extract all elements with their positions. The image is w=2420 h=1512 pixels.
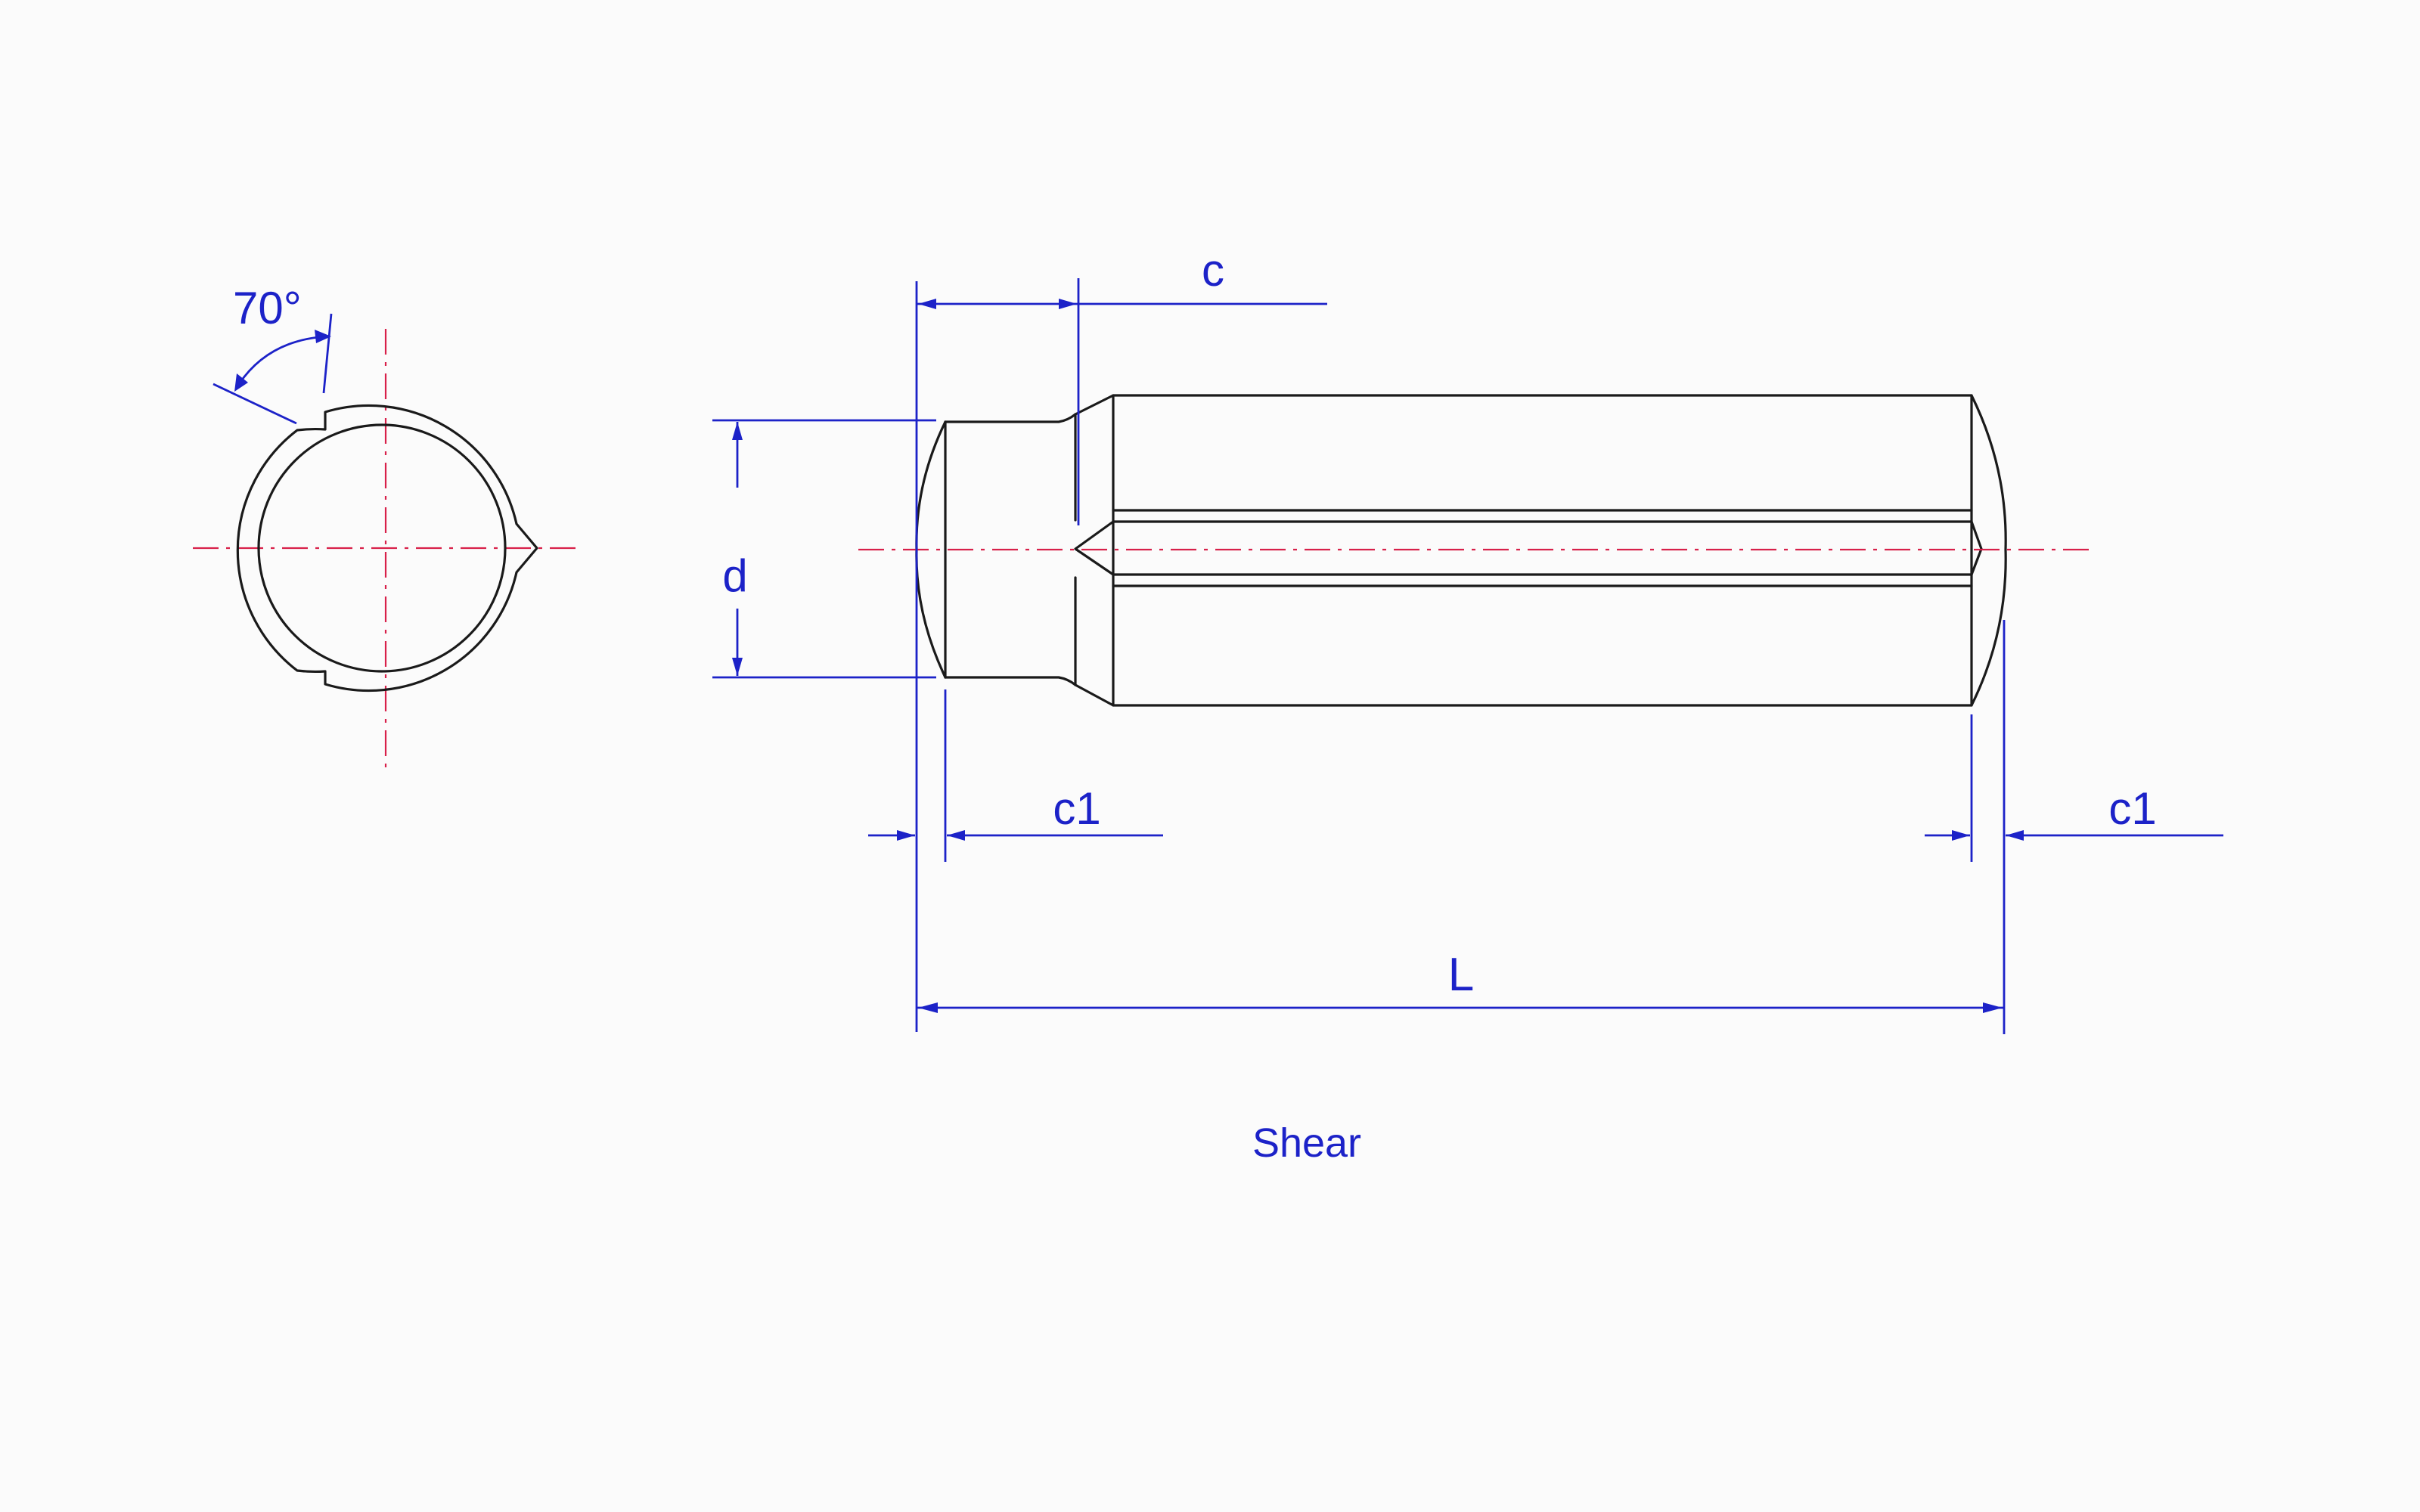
right-domed-end bbox=[1970, 394, 2007, 707]
drawing-caption: Shear bbox=[1252, 1120, 1361, 1166]
length-arrow-right bbox=[1983, 1002, 2003, 1013]
c1-right-arrow-outer bbox=[2006, 830, 2024, 841]
end-view-inner-bore bbox=[257, 423, 507, 673]
angle-reference-line bbox=[322, 313, 333, 394]
angle-leader-line bbox=[213, 383, 297, 425]
angle-label: 70° bbox=[233, 283, 302, 333]
c1-left-arrow-inner bbox=[947, 830, 965, 841]
length-label: L bbox=[1448, 949, 1474, 1001]
c1-left-arrow-outer bbox=[897, 830, 915, 841]
c-label: c bbox=[1202, 245, 1224, 296]
side-view: c d c1 c1 L bbox=[712, 245, 2223, 1034]
c1-right-arrow-inner bbox=[1952, 830, 1970, 841]
slot-left-v-notch bbox=[1074, 520, 1115, 576]
d-label: d bbox=[722, 550, 747, 601]
angle-arrow-end bbox=[315, 330, 331, 343]
end-view: 70° bbox=[193, 283, 579, 771]
length-arrow-left bbox=[918, 1002, 938, 1013]
angle-arc bbox=[237, 335, 327, 385]
pin-body-outline bbox=[944, 394, 1973, 707]
angle-arrow-start bbox=[234, 373, 248, 392]
d-arrow-bottom bbox=[732, 658, 743, 676]
c-arrow-right bbox=[1059, 299, 1077, 309]
end-view-outer-contour bbox=[236, 404, 538, 692]
slot-right-v-notch bbox=[1970, 520, 1983, 576]
c1-right-label: c1 bbox=[2108, 783, 2156, 834]
c1-left-label: c1 bbox=[1053, 783, 1100, 834]
d-arrow-top bbox=[732, 422, 743, 440]
c-arrow-left bbox=[918, 299, 936, 309]
